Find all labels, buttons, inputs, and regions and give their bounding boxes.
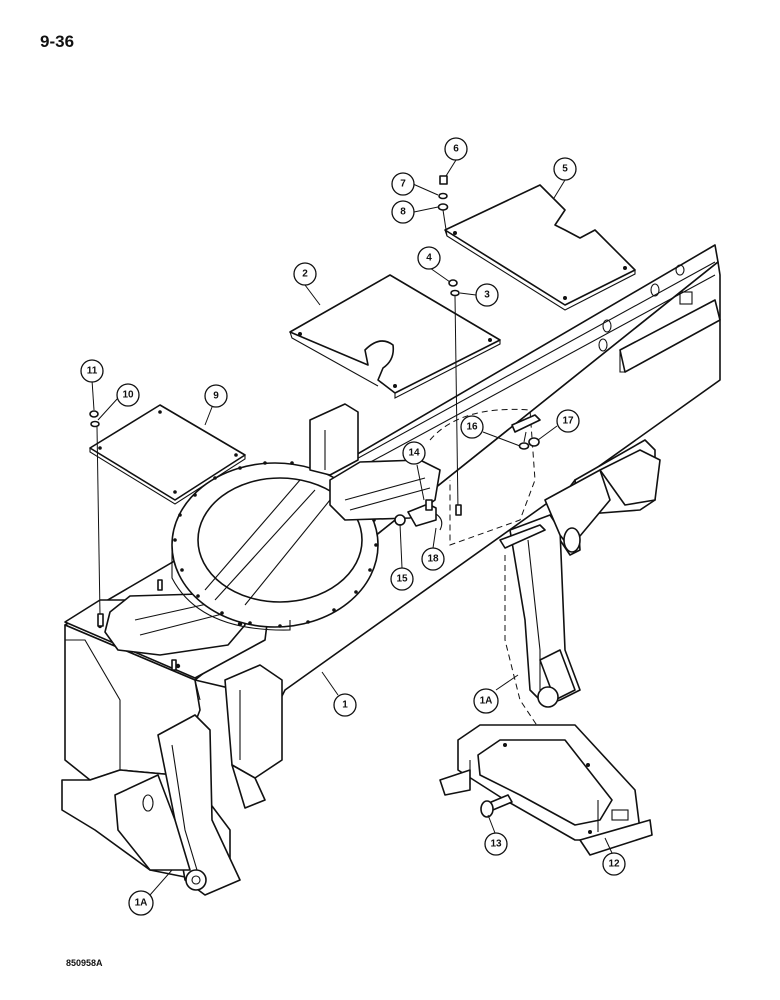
callout-6: 6 [444, 137, 468, 161]
svg-text:1: 1 [342, 700, 348, 711]
pin [480, 794, 513, 818]
callout-1: 1 [333, 693, 357, 717]
callout-11: 11 [80, 359, 104, 383]
slew-ring [171, 461, 379, 631]
bolt-and-washers [437, 175, 449, 237]
svg-text:12: 12 [608, 859, 620, 870]
svg-text:9: 9 [213, 391, 219, 402]
svg-text:1A: 1A [135, 898, 148, 909]
callout-10: 10 [116, 383, 140, 407]
callout-12: 12 [602, 852, 626, 876]
svg-text:6: 6 [453, 144, 459, 155]
svg-text:16: 16 [466, 422, 478, 433]
callout-5: 5 [553, 157, 577, 181]
svg-text:4: 4 [426, 253, 432, 264]
washer-nut-16-17 [511, 414, 541, 450]
svg-text:17: 17 [562, 416, 574, 427]
rear-deck-window [329, 459, 441, 521]
hidden-leg-outline [504, 555, 541, 731]
leg-1a-right [499, 449, 661, 708]
svg-text:8: 8 [400, 207, 406, 218]
leader-lines [91, 159, 613, 896]
callout-1a-right: 1A [473, 688, 499, 714]
svg-text:5: 5 [562, 164, 568, 175]
drawing-code: 850958A [66, 958, 103, 968]
callouts: 6 5 7 8 2 4 3 11 10 9 16 17 14 18 15 1 1… [80, 137, 626, 916]
svg-text:13: 13 [490, 839, 502, 850]
cover-plate-2 [289, 274, 501, 399]
callout-17: 17 [556, 409, 580, 433]
nut-stud [448, 279, 462, 516]
svg-text:10: 10 [122, 390, 134, 401]
callout-2: 2 [293, 262, 317, 286]
saddle-cradle [439, 724, 653, 856]
nut-stud-front [89, 410, 177, 671]
callout-13: 13 [484, 832, 508, 856]
svg-text:11: 11 [87, 366, 98, 377]
hidden-opening-outline [429, 408, 536, 546]
leg-1a-left [114, 664, 283, 896]
callout-16: 16 [460, 415, 484, 439]
svg-text:7: 7 [400, 179, 406, 190]
callout-9: 9 [204, 384, 228, 408]
callout-14: 14 [402, 441, 426, 465]
callout-15: 15 [390, 567, 414, 591]
callout-1a-left: 1A [128, 890, 154, 916]
callout-3: 3 [475, 283, 499, 307]
svg-text:3: 3 [484, 290, 490, 301]
callout-7: 7 [391, 172, 415, 196]
deck-bracket-left [309, 403, 359, 476]
callout-8: 8 [391, 200, 415, 224]
svg-text:14: 14 [408, 448, 420, 459]
svg-text:1A: 1A [480, 696, 493, 707]
slew-ring-bolt-holes [173, 461, 378, 628]
page-number: 9-36 [40, 32, 75, 51]
svg-text:2: 2 [302, 269, 308, 280]
svg-text:15: 15 [396, 574, 408, 585]
cover-plate-9 [89, 404, 246, 505]
cover-plate-5 [444, 184, 636, 311]
callout-18: 18 [421, 547, 445, 571]
svg-text:18: 18 [427, 554, 439, 565]
callout-4: 4 [417, 246, 441, 270]
